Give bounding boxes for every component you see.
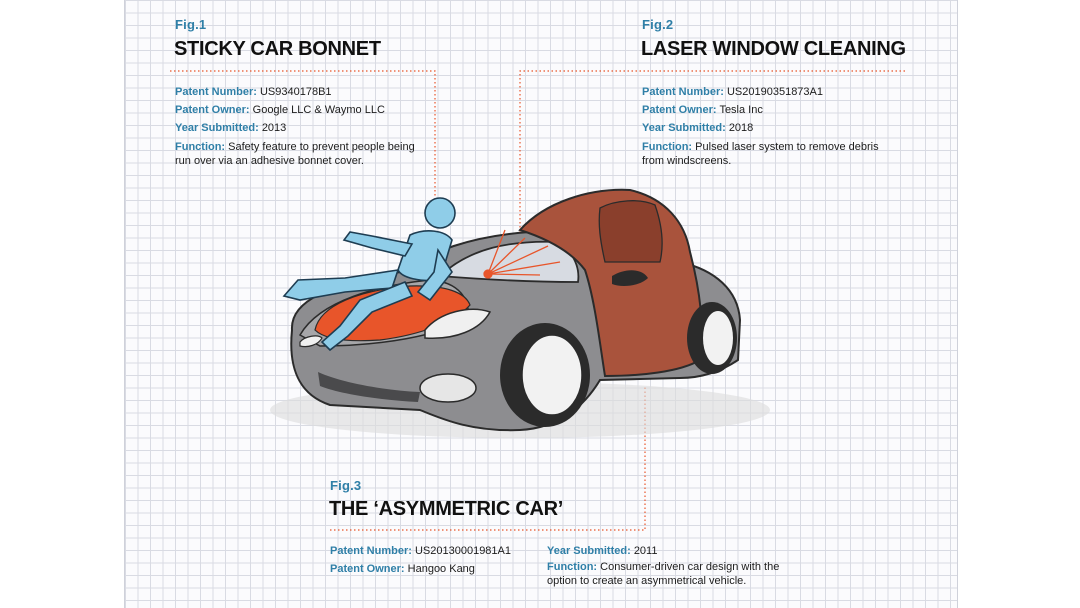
fig3-patent-number-row: Patent Number: US20130001981A1 bbox=[330, 542, 540, 560]
fig3-details-right: Year Submitted: 2011 Function: Consumer-… bbox=[547, 542, 807, 588]
year-submitted-label: Year Submitted: bbox=[547, 545, 631, 557]
function-value: Pulsed laser system to remove debris fro… bbox=[642, 141, 879, 167]
year-submitted-label: Year Submitted: bbox=[175, 122, 259, 134]
fig1-patent-number-row: Patent Number: US9340178B1 bbox=[175, 83, 430, 101]
fig2-patent-number-row: Patent Number: US20190351873A1 bbox=[642, 83, 887, 101]
function-value: Consumer-driven car design with the opti… bbox=[547, 561, 780, 587]
fig3-patent-owner-row: Patent Owner: Hangoo Kang bbox=[330, 560, 540, 578]
year-submitted-value: 2013 bbox=[261, 122, 287, 134]
patent-number-value: US20190351873A1 bbox=[726, 86, 823, 98]
crash-dummy bbox=[282, 197, 456, 352]
fig2-connector bbox=[519, 70, 905, 232]
patent-number-value: US9340178B1 bbox=[259, 86, 332, 98]
fig1-number: Fig.1 bbox=[175, 17, 207, 32]
fig3-connector bbox=[330, 385, 646, 531]
fig3-details-left: Patent Number: US20130001981A1 Patent Ow… bbox=[330, 542, 540, 578]
year-submitted-label: Year Submitted: bbox=[642, 122, 726, 134]
fig3-year-row: Year Submitted: 2011 bbox=[547, 542, 807, 560]
patent-owner-value: Hangoo Kang bbox=[407, 563, 475, 575]
wheels bbox=[500, 302, 737, 427]
fig2-function-row: Function: Pulsed laser system to remove … bbox=[642, 140, 887, 168]
patent-number-label: Patent Number: bbox=[175, 86, 257, 98]
connector-lines bbox=[170, 70, 905, 531]
fig3-number: Fig.3 bbox=[330, 478, 362, 493]
function-label: Function: bbox=[175, 141, 226, 153]
function-label: Function: bbox=[547, 561, 598, 573]
fig2-title: LASER WINDOW CLEANING bbox=[641, 38, 906, 60]
fig3-function-row: Function: Consumer-driven car design wit… bbox=[547, 560, 807, 588]
laser-beams bbox=[483, 229, 561, 279]
fig1-patent-owner-row: Patent Owner: Google LLC & Waymo LLC bbox=[175, 101, 430, 119]
patent-owner-label: Patent Owner: bbox=[330, 563, 405, 575]
patent-number-label: Patent Number: bbox=[642, 86, 724, 98]
patent-owner-label: Patent Owner: bbox=[175, 104, 250, 116]
patent-owner-value: Tesla Inc bbox=[719, 104, 763, 116]
fig1-title: STICKY CAR BONNET bbox=[174, 38, 381, 60]
fig2-details: Patent Number: US20190351873A1 Patent Ow… bbox=[642, 83, 887, 168]
fig1-connector bbox=[170, 70, 436, 200]
patent-owner-label: Patent Owner: bbox=[642, 104, 717, 116]
fig1-year-row: Year Submitted: 2013 bbox=[175, 119, 430, 137]
fig2-year-row: Year Submitted: 2018 bbox=[642, 119, 887, 137]
year-submitted-value: 2018 bbox=[728, 122, 754, 134]
function-label: Function: bbox=[642, 141, 693, 153]
fig1-details: Patent Number: US9340178B1 Patent Owner:… bbox=[175, 83, 430, 168]
patent-number-label: Patent Number: bbox=[330, 545, 412, 557]
fig3-title: THE ‘ASYMMETRIC CAR’ bbox=[329, 498, 564, 520]
year-submitted-value: 2011 bbox=[633, 545, 658, 557]
patent-owner-value: Google LLC & Waymo LLC bbox=[252, 104, 385, 116]
fig2-patent-owner-row: Patent Owner: Tesla Inc bbox=[642, 101, 887, 119]
fig2-number: Fig.2 bbox=[642, 17, 674, 32]
function-value: Safety feature to prevent people being r… bbox=[175, 141, 415, 167]
fig1-function-row: Function: Safety feature to prevent peop… bbox=[175, 140, 430, 168]
patent-number-value: US20130001981A1 bbox=[414, 545, 511, 557]
